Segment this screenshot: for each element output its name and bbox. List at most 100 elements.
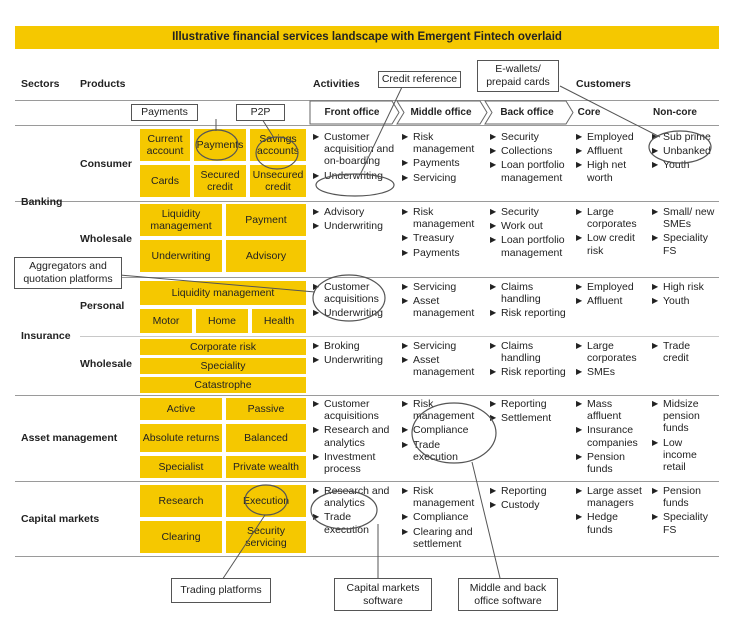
diagram-title: Illustrative financial services landscap… (15, 26, 719, 49)
product-cell: Clearing (140, 521, 222, 553)
list-item: Payments (402, 247, 484, 259)
list-item: Underwriting (313, 170, 395, 182)
list-item: Risk reporting (490, 307, 570, 319)
product-cell: Payment (226, 204, 306, 236)
list-item: Employed (576, 131, 646, 143)
header-activities: Activities (313, 78, 360, 90)
callout-credit-reference: Credit reference (378, 71, 461, 88)
list-item: Risk management (402, 131, 484, 155)
divider (15, 556, 719, 557)
list-item: High risk (652, 281, 718, 293)
header-products: Products (80, 78, 126, 90)
back-office-list: Security Work out Loan portfolio managem… (490, 206, 570, 261)
list-item: Affluent (576, 145, 646, 157)
list-item: Risk management (402, 206, 484, 230)
product-cell: Motor (140, 309, 192, 333)
list-item: Settlement (490, 412, 570, 424)
front-office-list: Advisory Underwriting (313, 206, 395, 234)
divider (15, 395, 719, 396)
list-item: Payments (402, 157, 484, 169)
list-item: Large asset managers (576, 485, 646, 509)
product-cell: Underwriting (140, 240, 222, 272)
front-office-list: Broking Underwriting (313, 340, 395, 368)
list-item: Servicing (402, 340, 484, 352)
header-sectors: Sectors (21, 78, 60, 90)
product-cell: Speciality (140, 358, 306, 374)
list-item: Custody (490, 499, 570, 511)
product-cell: Corporate risk (140, 339, 306, 355)
product-cell: Savings accounts (250, 129, 306, 161)
list-item: Reporting (490, 398, 570, 410)
list-item: Low income retail (652, 437, 718, 474)
callout-payments: Payments (131, 104, 198, 121)
list-item: Speciality FS (652, 511, 718, 535)
core-customers-list: Large asset managers Hedge funds (576, 485, 646, 538)
list-item: Work out (490, 220, 570, 232)
product-cell: Payments (194, 129, 246, 161)
callout-p2p: P2P (236, 104, 285, 121)
subheader-back-office: Back office (500, 107, 554, 118)
front-office-list: Customer acquisitions Research and analy… (313, 398, 395, 477)
list-item: Risk management (402, 485, 484, 509)
product-cell: Active (140, 398, 222, 420)
subheader-non-core: Non-core (653, 107, 697, 118)
list-item: Asset management (402, 354, 484, 378)
list-item: Research and analytics (313, 424, 395, 448)
sector-capital-markets: Capital markets (21, 513, 100, 525)
middle-office-list: Servicing Asset management (402, 281, 484, 322)
subheader-front-office: Front office (324, 107, 380, 118)
list-item: Compliance (402, 424, 484, 436)
list-item: Risk management (402, 398, 484, 422)
list-item: Underwriting (313, 354, 395, 366)
product-cell: Research (140, 485, 222, 517)
list-item: Servicing (402, 281, 484, 293)
sector-asset-management: Asset management (21, 432, 118, 444)
sector-banking: Banking (21, 196, 63, 208)
back-office-list: Reporting Custody (490, 485, 570, 513)
middle-office-list: Risk management Compliance Clearing and … (402, 485, 484, 552)
list-item: Claims handling (490, 340, 570, 364)
product-cell: Cards (140, 165, 190, 197)
list-item: Underwriting (313, 307, 395, 319)
list-item: Youth (652, 159, 718, 171)
list-item: Pension funds (652, 485, 718, 509)
list-item: Clearing and settlement (402, 526, 484, 550)
list-item: Loan portfolio management (490, 234, 570, 258)
noncore-customers-list: Midsize pension funds Low income retail (652, 398, 718, 475)
middle-office-list: Risk management Compliance Trade executi… (402, 398, 484, 465)
segment-consumer: Consumer (80, 158, 132, 170)
segment-personal: Personal (80, 300, 125, 312)
header-customers: Customers (576, 78, 631, 90)
divider (80, 336, 719, 337)
product-cell: Private wealth (226, 456, 306, 478)
list-item: Advisory (313, 206, 395, 218)
list-item: Speciality FS (652, 232, 718, 256)
middle-office-list: Risk management Payments Servicing (402, 131, 484, 186)
core-customers-list: Mass affluent Insurance companies Pensio… (576, 398, 646, 477)
list-item: Investment process (313, 451, 395, 475)
list-item: Pension funds (576, 451, 646, 475)
noncore-customers-list: High risk Youth (652, 281, 718, 309)
product-cell: Unsecured credit (250, 165, 306, 197)
segment-insurance-wholesale: Wholesale (80, 358, 132, 370)
list-item: Affluent (576, 295, 646, 307)
list-item: Large corporates (576, 340, 646, 364)
callout-capital-markets-software: Capital markets software (334, 578, 432, 611)
product-cell: Current account (140, 129, 190, 161)
list-item: Security (490, 131, 570, 143)
list-item: Mass affluent (576, 398, 646, 422)
product-cell: Balanced (226, 424, 306, 452)
list-item: Security (490, 206, 570, 218)
segment-wholesale: Wholesale (80, 233, 132, 245)
list-item: Trade credit (652, 340, 718, 364)
list-item: Insurance companies (576, 424, 646, 448)
middle-office-list: Risk management Treasury Payments (402, 206, 484, 261)
list-item: Customer acquisitions (313, 398, 395, 422)
noncore-customers-list: Trade credit (652, 340, 718, 366)
list-item: Research and analytics (313, 485, 395, 509)
subheader-core: Core (577, 107, 601, 118)
callout-aggregators: Aggregators and quotation platforms (14, 257, 122, 289)
divider (15, 125, 719, 126)
divider (15, 100, 719, 101)
core-customers-list: Large corporates Low credit risk (576, 206, 646, 259)
